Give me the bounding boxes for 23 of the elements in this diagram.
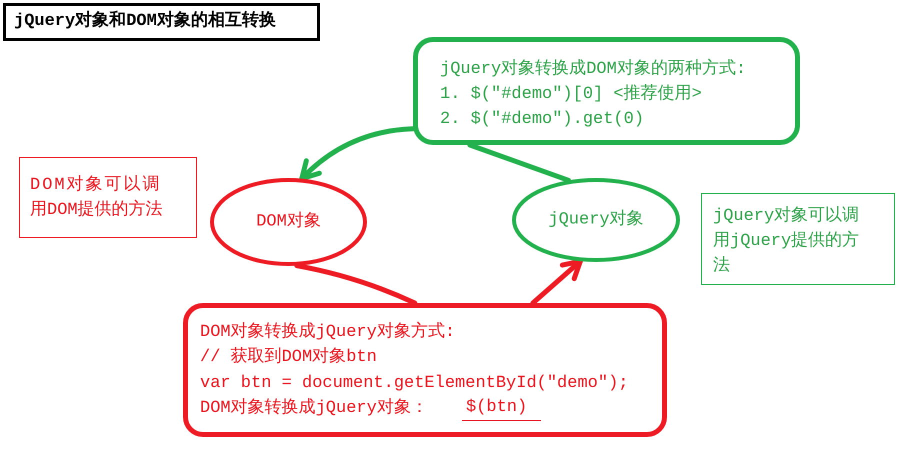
rounded-box xyxy=(183,303,667,437)
line-text: DOM对象转换成jQuery对象： xyxy=(200,397,428,420)
ellipse-node xyxy=(210,178,367,266)
arrow xyxy=(530,258,583,306)
code-line: // 获取到DOM对象btn xyxy=(200,346,377,369)
note-box xyxy=(701,193,895,285)
ellipse-node xyxy=(512,178,680,262)
note-box xyxy=(19,157,197,238)
connector-line xyxy=(294,263,418,306)
rounded-box xyxy=(413,37,800,145)
ellipse-label: jQuery对象 xyxy=(548,208,644,232)
arrow xyxy=(299,126,416,182)
code-line: 1. $("#demo")[0] <推荐使用> xyxy=(440,83,702,106)
note-text: jQuery对象可以调用jQuery提供的方法 xyxy=(713,205,860,278)
connector-line xyxy=(467,142,571,183)
underlined-code: $(btn) xyxy=(462,396,542,421)
diagram-title: jQuery对象和DOM对象的相互转换 xyxy=(3,3,320,41)
note-text: DOM对象可以调用DOM提供的方法 xyxy=(30,174,164,222)
box-heading: DOM对象转换成jQuery对象方式: xyxy=(200,320,456,344)
box-heading: jQuery对象转换成DOM对象的两种方式: xyxy=(440,58,746,81)
ellipse-label: DOM对象 xyxy=(256,210,321,234)
code-line: var btn = document.getElementById("demo"); xyxy=(200,373,628,395)
code-line: 2. $("#demo").get(0) xyxy=(440,109,644,131)
